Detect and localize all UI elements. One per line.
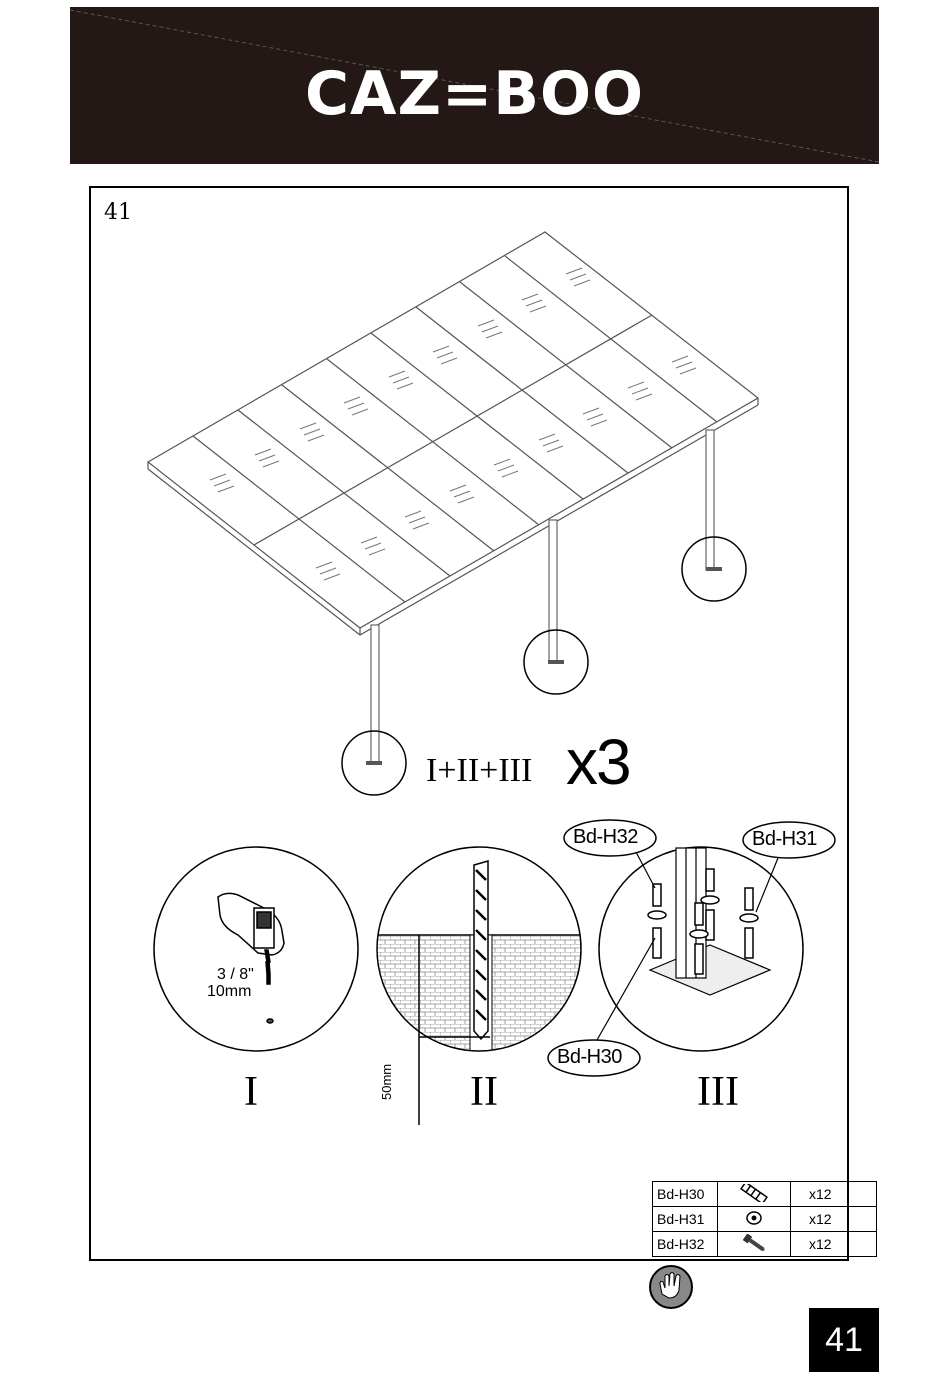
drill-metric-label: 10mm xyxy=(207,983,251,1000)
step-label-iii: III xyxy=(697,1068,739,1116)
part-code: Bd-H30 xyxy=(653,1182,718,1207)
step-formula: I+II+III xyxy=(426,752,532,790)
callout-bd-h31: Bd-H31 xyxy=(752,828,817,851)
anchor-plug-icon xyxy=(718,1182,791,1207)
parts-row: Bd-H30 x12 xyxy=(653,1182,877,1207)
step-label-i: I xyxy=(244,1068,258,1116)
parts-row: Bd-H32 x12 xyxy=(653,1232,877,1257)
drill-size-label: 3 / 8" xyxy=(217,966,254,983)
part-qty: x12 xyxy=(791,1207,877,1232)
washer-icon xyxy=(718,1207,791,1232)
callout-bd-h30: Bd-H30 xyxy=(557,1046,622,1069)
screw-icon xyxy=(718,1232,791,1257)
parts-table: Bd-H30 x12 Bd-H31 x12 Bd-H32 x12 xyxy=(652,1181,877,1257)
callout-bd-h32: Bd-H32 xyxy=(573,826,638,849)
pergola-roof xyxy=(148,232,758,635)
part-qty: x12 xyxy=(791,1182,877,1207)
part-qty: x12 xyxy=(791,1232,877,1257)
detail-ii-cross-section xyxy=(377,861,582,1055)
step-label-ii: II xyxy=(470,1068,498,1116)
gloves-icon xyxy=(648,1264,694,1310)
part-code: Bd-H31 xyxy=(653,1207,718,1232)
parts-row: Bd-H31 x12 xyxy=(653,1207,877,1232)
step-multiplier: x3 xyxy=(566,730,630,794)
page-number: 41 xyxy=(809,1308,879,1372)
depth-label: 50mm xyxy=(378,1064,395,1100)
part-code: Bd-H32 xyxy=(653,1232,718,1257)
